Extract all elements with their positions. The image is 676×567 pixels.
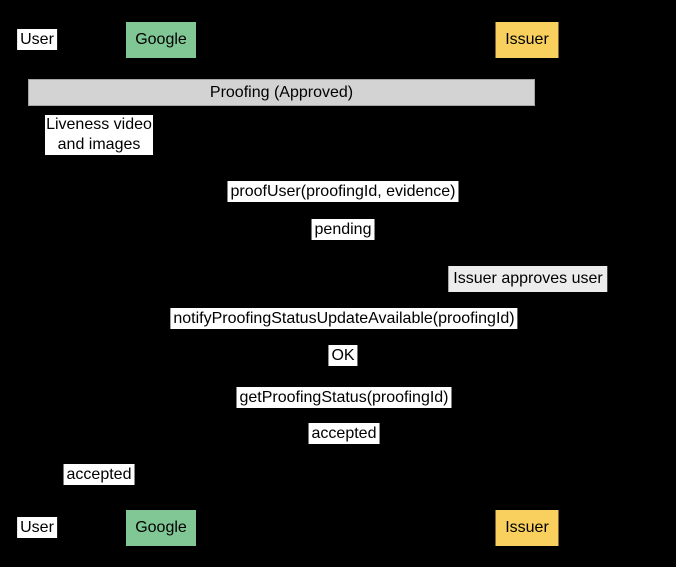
- participant-user-top: User: [17, 29, 57, 50]
- participant-issuer-label: Issuer: [505, 31, 549, 48]
- phase-label: Proofing (Approved): [209, 83, 354, 101]
- message-liveness-video: Liveness video and images: [45, 115, 153, 155]
- participant-issuer-label-bottom: Issuer: [505, 519, 549, 536]
- message-proof-user: proofUser(proofingId, evidence): [227, 181, 459, 202]
- message-get-proofing-status: getProofingStatus(proofingId): [236, 387, 452, 408]
- participant-google-label: Google: [135, 31, 187, 48]
- participant-google-label-bottom: Google: [135, 519, 187, 536]
- participant-issuer-bottom: Issuer: [495, 510, 559, 546]
- participant-google-top: Google: [126, 22, 196, 58]
- participant-issuer-top: Issuer: [495, 22, 559, 58]
- message-notify-proofing-status: notifyProofingStatusUpdateAvailable(proo…: [170, 308, 518, 329]
- participant-google-bottom: Google: [126, 510, 196, 546]
- message-pending: pending: [311, 219, 375, 240]
- participant-user-bottom: User: [17, 517, 57, 538]
- message-accepted-issuer: accepted: [308, 423, 380, 444]
- phase-bar: Proofing (Approved): [28, 79, 535, 106]
- message-accepted-user: accepted: [63, 464, 135, 485]
- note-issuer-approves-user: Issuer approves user: [448, 266, 608, 292]
- message-ok: OK: [328, 345, 358, 366]
